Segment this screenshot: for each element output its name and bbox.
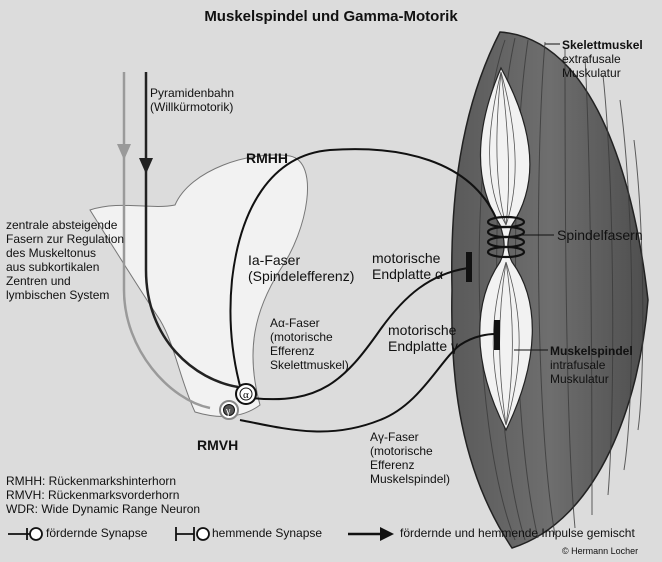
legend-arrow-icon xyxy=(348,527,394,541)
legend-excitatory-label: fördernde Synapse xyxy=(46,526,148,540)
label-spindelfasern: Spindelfasern xyxy=(557,227,643,243)
pyramidal-tract xyxy=(144,72,239,389)
label-spindelefferenz: (Spindelefferenz) xyxy=(248,268,355,284)
ia-fiber xyxy=(229,148,497,387)
spinal-cord-section xyxy=(89,154,308,417)
label-agamma-1: Aγ-Faser xyxy=(370,430,419,444)
gamma-motor-neuron: γ xyxy=(219,400,239,420)
label-agamma-3: Efferenz xyxy=(370,458,415,472)
legend-inhibitory-icon xyxy=(175,527,210,541)
legend-inhibitory-label: hemmende Synapse xyxy=(212,526,323,540)
label-extrafusale: extrafusale xyxy=(562,52,621,66)
label-zentrale-1: zentrale absteigende xyxy=(6,218,118,232)
label-pyramidenbahn: Pyramidenbahn xyxy=(150,86,235,100)
label-aalpha-4: Skelettmuskel) xyxy=(270,358,349,372)
alpha-fiber xyxy=(251,267,469,401)
label-rmhh: RMHH xyxy=(246,150,288,166)
copyright: © Hermann Locher xyxy=(562,546,639,556)
abbr-wdr: WDR: Wide Dynamic Range Neuron xyxy=(6,502,201,516)
label-zentrale-3: des Muskeltonus xyxy=(6,246,97,260)
label-endplatte-gamma-1: motorische xyxy=(388,322,457,338)
diagram-title: Muskelspindel und Gamma-Motorik xyxy=(204,8,458,25)
gamma-symbol: γ xyxy=(225,406,231,417)
label-skelettmuskel: Skelettmuskel xyxy=(562,38,643,52)
label-zentrale-5: Zentren und xyxy=(6,274,71,288)
label-zentrale-6: lymbischen System xyxy=(6,288,110,302)
descending-tract-gray-arrowhead xyxy=(117,144,131,160)
endplate-alpha-marker xyxy=(466,252,472,282)
abbr-rmhh: RMHH: Rückenmarkshinterhorn xyxy=(6,474,177,488)
label-aalpha-1: Aα-Faser xyxy=(270,316,320,330)
label-zentrale-2: Fasern zur Regulation xyxy=(6,232,125,246)
gamma-fiber xyxy=(239,333,496,433)
alpha-motor-neuron: α xyxy=(235,383,257,405)
label-endplatte-alpha-1: motorische xyxy=(372,250,441,266)
label-endplatte-gamma-2: Endplatte γ xyxy=(388,338,459,354)
label-willkuermotorik: (Willkürmotorik) xyxy=(150,100,234,114)
alpha-symbol: α xyxy=(243,389,249,401)
label-rmvh: RMVH xyxy=(197,437,239,453)
label-intrafusale: intrafusale xyxy=(550,358,606,372)
label-intrafusale-muskulatur: Muskulatur xyxy=(550,372,609,386)
label-endplatte-alpha-2: Endplatte α xyxy=(372,266,444,282)
label-agamma-2: (motorische xyxy=(370,444,433,458)
descending-tract-gray xyxy=(122,72,211,410)
label-ia-faser: Ia-Faser xyxy=(248,252,301,268)
spindle-coil xyxy=(486,215,526,259)
legend-excitatory-icon xyxy=(8,527,43,541)
label-zentrale-4: aus subkortikalen xyxy=(6,260,100,274)
label-aalpha-2: (motorische xyxy=(270,330,333,344)
legend-mixed-label: fördernde und hemmende Impulse gemischt xyxy=(400,526,635,540)
abbr-rmvh: RMVH: Rückenmarksvorderhorn xyxy=(6,488,180,502)
label-muskelspindel: Muskelspindel xyxy=(550,344,633,358)
pyramidal-tract-arrowhead xyxy=(139,158,153,174)
skeletal-muscle xyxy=(451,31,649,549)
endplate-gamma-marker xyxy=(494,320,500,350)
label-aalpha-3: Efferenz xyxy=(270,344,315,358)
label-agamma-4: Muskelspindel) xyxy=(370,472,451,486)
label-extrafusale-muskulatur: Muskulatur xyxy=(562,66,621,80)
